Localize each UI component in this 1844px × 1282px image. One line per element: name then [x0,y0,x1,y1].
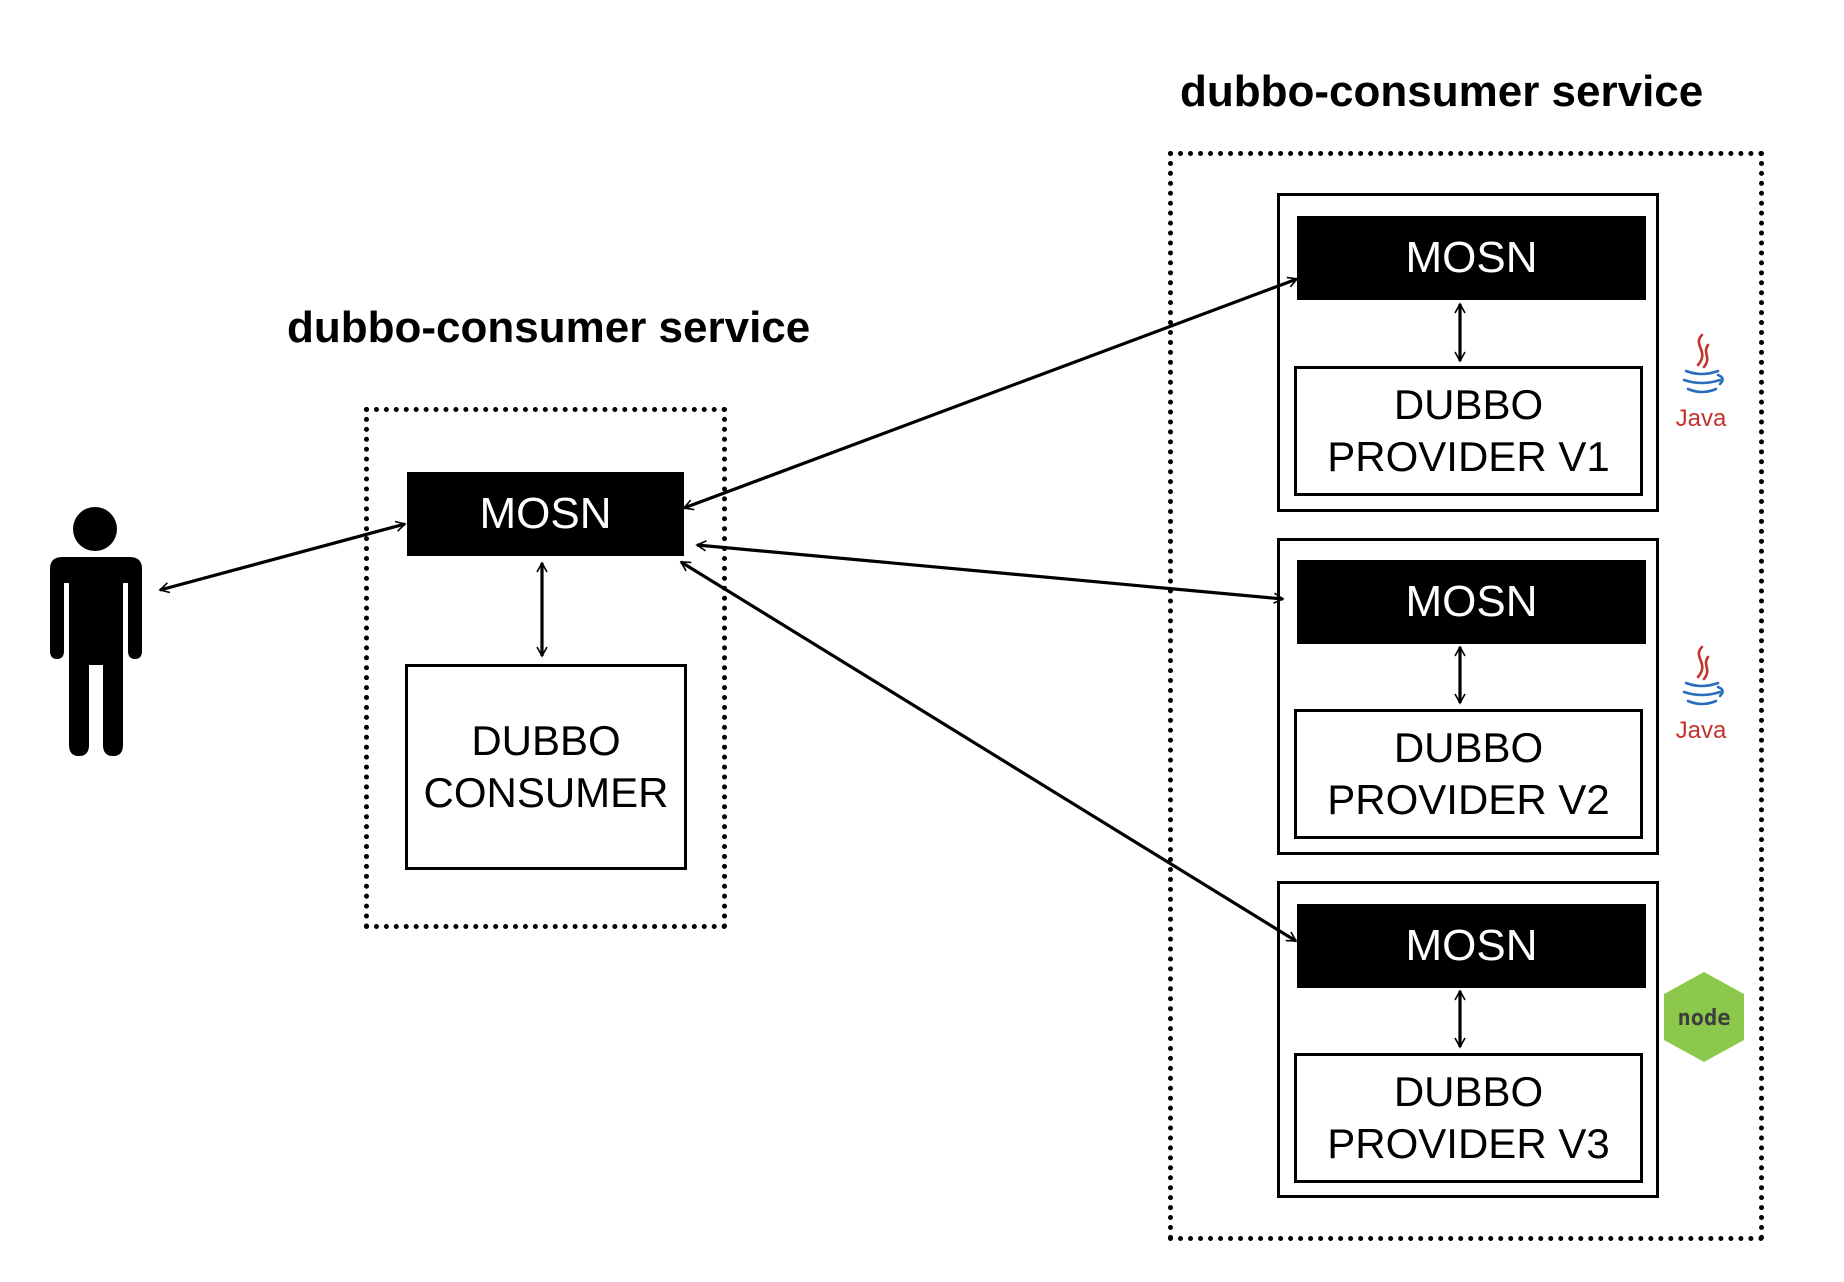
provider-v2-app-box: DUBBO PROVIDER V2 [1294,709,1643,839]
consumer-app-box: DUBBO CONSUMER [405,664,687,870]
provider-v3-app-box: DUBBO PROVIDER V3 [1294,1053,1643,1183]
provider-v3-app-line1: DUBBO [1393,1067,1544,1115]
provider-v3-mosn-box: MOSN [1297,904,1646,988]
provider-v2-app-line2: PROVIDER V2 [1327,776,1610,823]
java-icon: Java [1676,333,1727,431]
java-icon: Java [1676,645,1727,743]
provider-v3-app-line2: PROVIDER V3 [1327,1120,1610,1167]
nodejs-icon: node [1664,972,1744,1062]
provider-v1-app-box: DUBBO PROVIDER V1 [1294,366,1643,496]
consumer-app-line2: CONSUMER [423,769,669,816]
provider-v1-mosn-box: MOSN [1297,216,1646,300]
user-icon [50,507,142,756]
provider-v1-mosn-label: MOSN [1405,233,1538,282]
provider-v3-container [1277,881,1659,1198]
provider-v2-mosn-box: MOSN [1297,560,1646,644]
provider-service-title: dubbo-consumer service [1180,67,1704,116]
consumer-to-provider-v3-arrow [679,560,1298,943]
provider-v2-mosn-label: MOSN [1405,577,1538,626]
consumer-mosn-label: MOSN [479,489,612,538]
provider-v3-mosn-label: MOSN [1405,921,1538,970]
java-icon-v1-label: Java [1676,405,1727,431]
provider-v1-app-line1: DUBBO [1393,380,1544,428]
user-to-consumer-mosn-arrow [158,520,407,594]
consumer-to-provider-v2-arrow [695,540,1285,604]
nodejs-icon-label: node [1678,1006,1731,1031]
consumer-to-provider-v1-arrow [682,276,1299,511]
provider-v2-app-line1: DUBBO [1393,723,1544,771]
consumer-mosn-box: MOSN [407,472,684,556]
provider-v1-app-line2: PROVIDER V1 [1327,433,1610,480]
consumer-app-line1: DUBBO [471,716,621,764]
java-icon-v2-label: Java [1676,717,1727,743]
